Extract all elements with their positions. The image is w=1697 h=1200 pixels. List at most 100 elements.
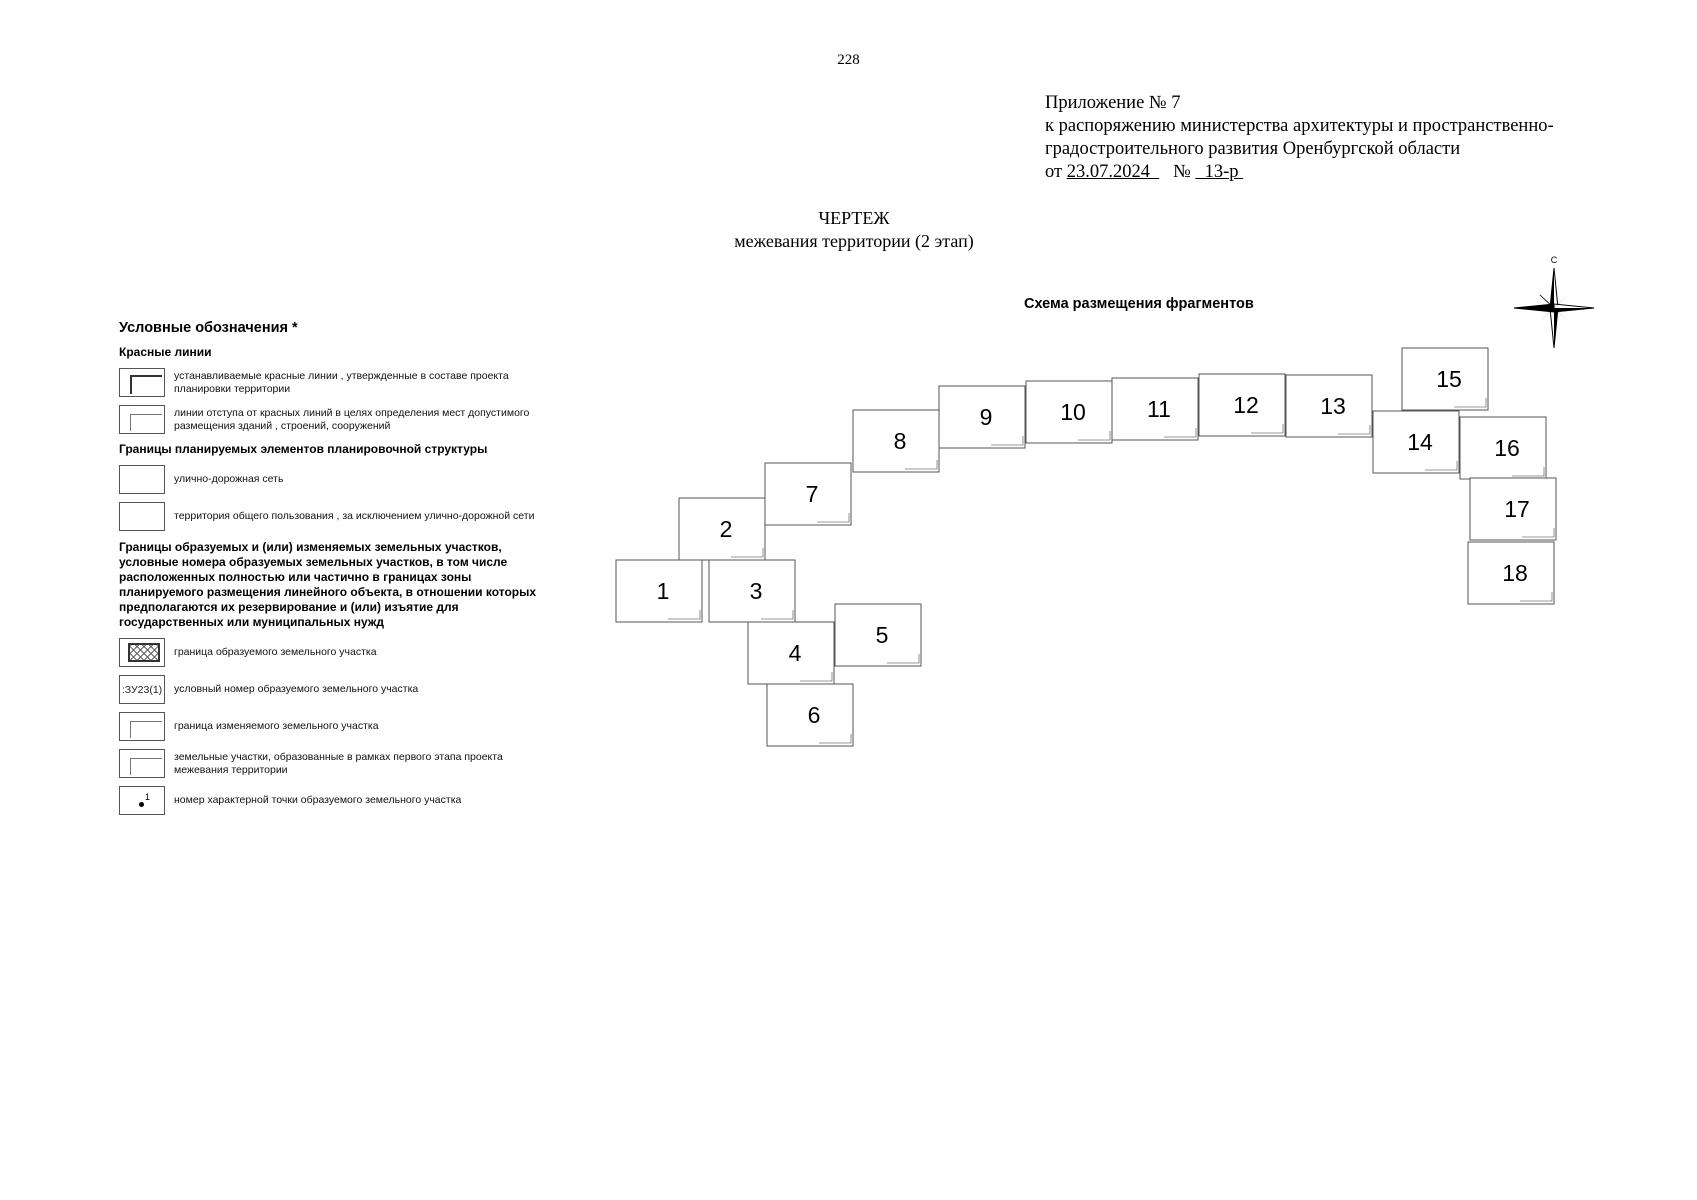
legend-item: земельные участки, образованные в рамках… <box>119 749 559 778</box>
scheme-title: Схема размещения фрагментов <box>1024 296 1254 312</box>
fragment-overlap-mark <box>1512 467 1545 477</box>
fragment-label: 9 <box>980 404 993 430</box>
fragment-label: 11 <box>1147 396 1171 422</box>
fragment-frame <box>852 409 940 473</box>
legend-item: линии отступа от красных линий в целях о… <box>119 405 559 434</box>
point-dot-icon <box>139 802 144 807</box>
annex-date: 23.07.2024 <box>1066 162 1150 182</box>
annex-line-3: градостроительного развития Оренбургской… <box>1045 139 1461 159</box>
legend-item-text: улично-дорожная сеть <box>174 473 284 485</box>
fragment-label: 8 <box>894 428 907 454</box>
annex-block: Приложение № 7 к распоряжению министерст… <box>1045 92 1554 184</box>
fragment-label: 3 <box>750 578 763 604</box>
fragment-frame <box>1025 380 1113 444</box>
legend-item: граница образуемого земельного участка <box>119 638 559 667</box>
annex-line-1: Приложение № 7 <box>1045 93 1181 113</box>
fragment-label: 16 <box>1494 435 1520 461</box>
fragment-label: 18 <box>1502 560 1528 586</box>
fragment-9: 9 <box>938 385 1026 449</box>
legend-swatch-dot: 1 <box>119 786 165 815</box>
legend: Условные обозначения * Красные линии устан… <box>119 320 559 823</box>
fragment-label: 2 <box>720 516 733 542</box>
legend-swatch-plain <box>119 465 165 494</box>
legend-swatch-red <box>119 368 165 397</box>
legend-section-heading: Красные линии <box>119 345 212 359</box>
fragment-frame <box>1198 373 1286 437</box>
fragment-5: 5 <box>834 603 922 667</box>
fragment-frame <box>1285 374 1373 438</box>
fragment-overlap-mark <box>905 460 938 470</box>
fragment-overlap-mark <box>887 654 920 664</box>
fragment-overlap-mark <box>1520 592 1553 602</box>
fragment-frame <box>615 559 703 623</box>
legend-item-text: линии отступа от красных линий в целях о… <box>174 406 530 432</box>
legend-item: устанавливаемые красные линии , утвержде… <box>119 368 559 397</box>
compass-label: С <box>1551 255 1558 265</box>
legend-section-heading: Границы планируемых элементов планировоч… <box>119 442 488 456</box>
fragment-frame <box>764 462 852 526</box>
fragment-overlap-mark <box>817 513 850 523</box>
fragment-label: 10 <box>1060 399 1086 425</box>
fragment-13: 13 <box>1285 374 1373 438</box>
fragment-label: 1 <box>657 578 670 604</box>
fragment-frame <box>1372 410 1460 474</box>
fragment-frame <box>834 603 922 667</box>
drawing-title-line-1: ЧЕРТЕЖ <box>818 208 890 228</box>
fragment-overlap-mark <box>1522 528 1555 538</box>
annex-line-2: к распоряжению министерства архитектуры … <box>1045 116 1554 136</box>
annex-number-sign: № <box>1173 162 1191 182</box>
legend-swatch-inset <box>119 405 165 434</box>
annex-number: 13-р <box>1204 162 1239 182</box>
legend-section-heading: Границы образуемых и (или) изменяемых зе… <box>119 540 537 629</box>
fragment-frame <box>1111 377 1199 441</box>
legend-item: территория общего пользования , за исклю… <box>119 502 559 531</box>
legend-item-text: номер характерной точки образуемого земе… <box>174 794 462 806</box>
fragment-overlap-mark <box>668 610 701 620</box>
fragment-frame <box>938 385 1026 449</box>
fragment-8: 8 <box>852 409 940 473</box>
legend-item-text: устанавливаемые красные линии , утвержде… <box>174 369 509 395</box>
legend-swatch-code: :ЗУ23(1) <box>119 675 165 704</box>
fragment-label: 7 <box>806 481 819 507</box>
fragment-overlap-mark <box>1454 398 1487 408</box>
point-number: 1 <box>145 792 151 802</box>
fragment-label: 12 <box>1233 392 1259 418</box>
fragment-12: 12 <box>1198 373 1286 437</box>
fragment-10: 10 <box>1025 380 1113 444</box>
fragment-overlap-mark <box>819 734 852 744</box>
fragment-overlap-mark <box>761 610 794 620</box>
fragment-16: 16 <box>1459 416 1547 480</box>
fragment-7: 7 <box>764 462 852 526</box>
annex-prefix: от <box>1045 162 1063 182</box>
fragment-overlap-mark <box>800 672 833 682</box>
legend-title: Условные обозначения * <box>119 320 298 336</box>
fragment-frame <box>766 683 854 747</box>
fragment-1: 1 <box>615 559 703 623</box>
legend-item-text: территория общего пользования , за исклю… <box>174 510 535 522</box>
fragment-overlap-mark <box>1164 428 1197 438</box>
fragment-label: 15 <box>1436 366 1462 392</box>
north-arrow-icon: С <box>1513 255 1595 349</box>
legend-item-text: граница изменяемого земельного участка <box>174 720 379 732</box>
legend-swatch-inset <box>119 712 165 741</box>
fragment-overlap-mark <box>1338 425 1371 435</box>
fragment-14: 14 <box>1372 410 1460 474</box>
legend-item: 1 номер характерной точки образуемого зем… <box>119 786 559 815</box>
fragment-overlap-mark <box>1251 424 1284 434</box>
fragment-overlap-mark <box>731 548 764 558</box>
legend-code: :ЗУ23(1) <box>121 683 163 696</box>
legend-item-text: земельные участки, образованные в рамках… <box>174 750 503 776</box>
fragment-label: 14 <box>1407 429 1433 455</box>
fragment-6: 6 <box>766 683 854 747</box>
drawing-title: ЧЕРТЕЖ межевания территории (2 этап) <box>0 207 1697 253</box>
fragment-4: 4 <box>747 621 835 685</box>
fragment-label: 5 <box>876 622 889 648</box>
drawing-title-line-2: межевания территории (2 этап) <box>734 231 974 251</box>
legend-item: улично-дорожная сеть <box>119 465 559 494</box>
fragment-15: 15 <box>1401 347 1489 411</box>
legend-item: граница изменяемого земельного участка <box>119 712 559 741</box>
fragment-11: 11 <box>1111 377 1199 441</box>
annex-date-line: от 23.07.2024 № 13-р <box>1045 161 1554 184</box>
fragment-label: 17 <box>1504 496 1530 522</box>
